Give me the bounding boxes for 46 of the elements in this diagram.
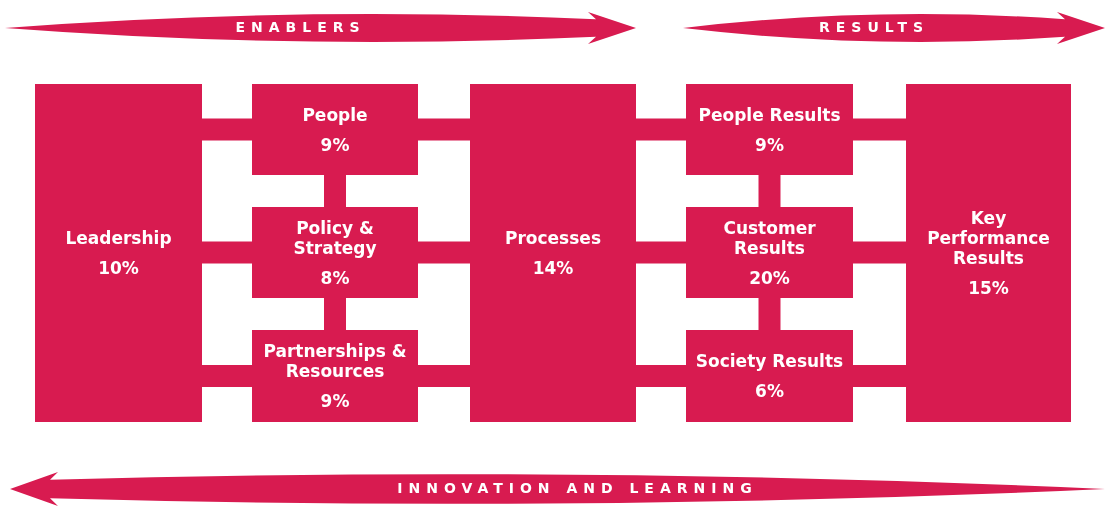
criterion-box [252,84,418,175]
criterion-weight: 8% [320,267,350,288]
connector-bar [853,241,906,264]
criterion-box [252,207,418,298]
criterion-box [686,84,853,175]
criterion-box [35,84,202,422]
connector-bar [636,118,686,141]
criterion-weight: 9% [755,134,784,155]
criterion-box [252,330,418,422]
connector-bar [202,241,252,264]
criterion-name: People [302,104,368,125]
banner-label: INNOVATION AND LEARNING [397,480,758,496]
criterion-name: Partnerships & Resources [262,341,408,381]
criterion-box [470,84,636,422]
connector-bar [636,241,686,264]
criterion-name: Leadership [65,228,172,248]
criterion-name: Key Performance Results [926,208,1051,268]
connector-bar [636,365,686,387]
connector-bar [418,118,470,141]
criterion-box [686,330,853,422]
criterion-weight: 15% [968,278,1009,298]
connector-bar [853,118,906,141]
connector-bar [758,298,781,330]
banner-label: RESULTS [819,19,929,35]
criterion-name: Processes [505,228,601,248]
banner-label: ENABLERS [235,19,366,35]
connector-bar [853,365,906,387]
connector-bar [418,241,470,264]
criterion-name: Customer Results [722,217,817,258]
criterion-box [906,84,1071,422]
criterion-weight: 9% [320,391,350,411]
connector-bar [758,175,781,207]
criterion-box [686,207,853,298]
criterion-name: Policy & Strategy [292,217,378,258]
criterion-weight: 10% [98,258,139,278]
criterion-weight: 6% [755,381,784,401]
criterion-weight: 9% [320,134,350,155]
connector-bar [202,365,252,387]
connector-bar [202,118,252,141]
criterion-weight: 20% [749,267,790,288]
criterion-name: People Results [698,104,841,125]
connector-bar [418,365,470,387]
criterion-name: Society Results [695,351,844,371]
connector-bar [324,175,346,207]
connector-bar [324,298,346,330]
criterion-weight: 14% [532,258,574,278]
